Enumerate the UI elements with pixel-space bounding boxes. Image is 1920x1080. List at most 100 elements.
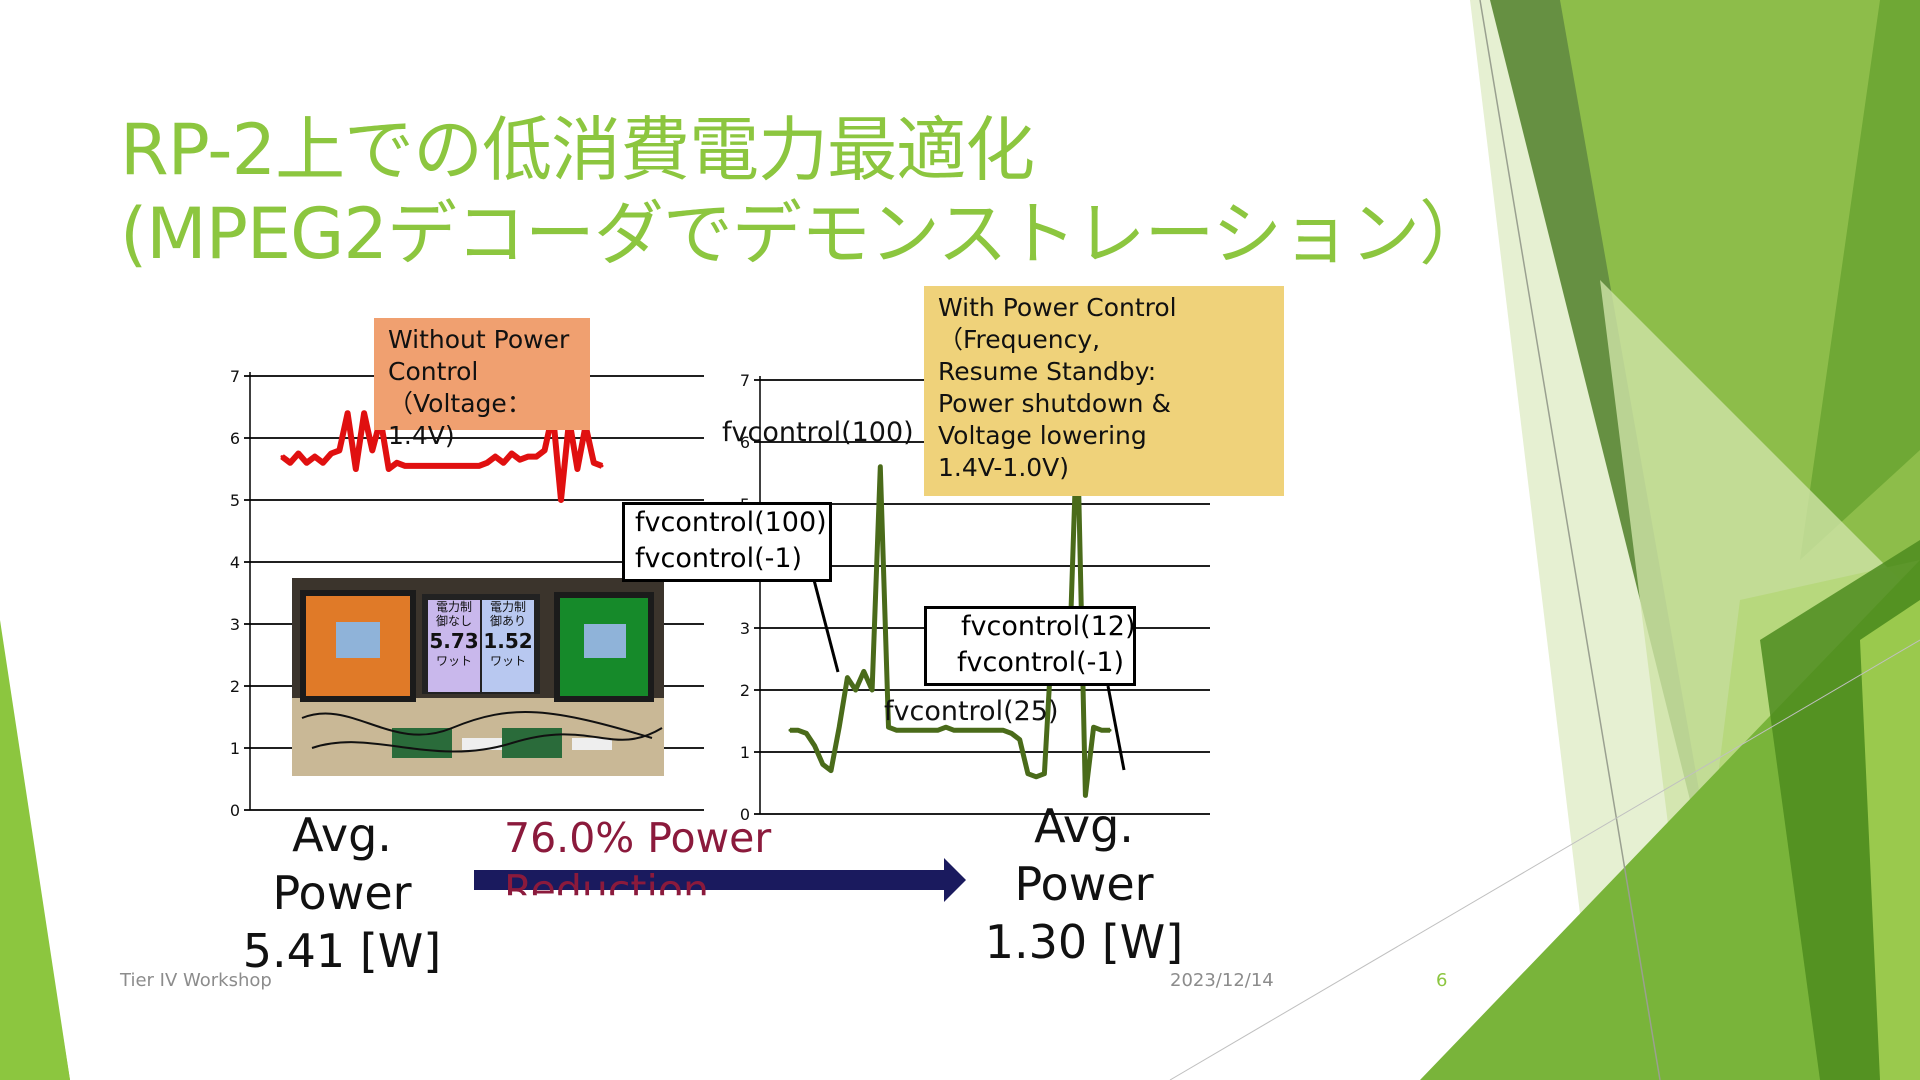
data-point xyxy=(493,455,497,459)
monitor-label-text: 電力制 xyxy=(435,600,472,614)
y-tick-label: 2 xyxy=(230,677,240,696)
data-point xyxy=(895,728,899,732)
data-point xyxy=(837,725,841,729)
data-point xyxy=(321,461,325,465)
data-point xyxy=(395,461,399,465)
data-point xyxy=(887,725,890,729)
data-point xyxy=(534,455,538,459)
annotation-box-fvcontrol-1: fvcontrol(100) fvcontrol(-1) xyxy=(622,502,832,582)
avg-power-with-control: Avg. Power 1.30 [W] xyxy=(964,797,1204,971)
data-point xyxy=(452,464,456,468)
data-point xyxy=(288,461,292,465)
data-point xyxy=(928,728,931,732)
data-point xyxy=(878,465,882,469)
data-point xyxy=(387,467,391,471)
annotation-line: fvcontrol(12) xyxy=(961,611,1136,642)
data-point xyxy=(804,731,808,735)
data-point xyxy=(337,448,341,452)
y-tick-label: 2 xyxy=(740,681,750,700)
annotation-line: fvcontrol(-1) xyxy=(635,543,803,574)
leader-line xyxy=(812,579,840,673)
data-point xyxy=(575,467,579,471)
callout-line: （Voltage：1.4V) xyxy=(388,389,532,450)
y-tick-label: 0 xyxy=(230,801,240,820)
leader-line xyxy=(1106,685,1126,771)
y-tick-label: 5 xyxy=(230,491,240,510)
data-point xyxy=(1026,772,1030,776)
power-reduction-text: 76.0% Power Reduction xyxy=(504,812,771,916)
data-point xyxy=(796,728,800,732)
data-point xyxy=(870,688,874,692)
reduction-line: Reduction xyxy=(504,866,709,914)
annotation-fvcontrol-100-top: fvcontrol(100) xyxy=(722,417,914,448)
callout-line: （Frequency, xyxy=(938,325,1101,354)
footer-date: 2023/12/14 xyxy=(1170,970,1274,991)
monitor-label-unit: ワット xyxy=(435,654,472,668)
data-point xyxy=(354,467,358,471)
callout-line: 1.4V-1.0V) xyxy=(938,453,1070,482)
title-line-2: (MPEG2デコーダでデモンストレーション） xyxy=(120,193,1489,275)
data-point xyxy=(969,728,972,732)
y-tick-label: 3 xyxy=(230,615,240,634)
monitor-label-text: 電力制 xyxy=(489,600,526,614)
callout-line: Power shutdown & xyxy=(938,389,1171,418)
data-point xyxy=(960,728,964,732)
data-point xyxy=(985,728,989,732)
callout-with-power-control: With Power Control （Frequency, Resume St… xyxy=(924,286,1284,496)
data-point xyxy=(461,464,464,468)
monitor-label-no-control: 電力制 御なし 5.73 ワット xyxy=(428,600,480,668)
y-tick-label: 7 xyxy=(230,367,240,386)
monitor-label-value: 5.73 xyxy=(429,629,479,653)
demo-setup-photo: 電力制 御なし 5.73 ワット 電力制 御あり 1.52 ワット xyxy=(292,578,664,776)
data-point xyxy=(469,464,473,468)
y-tick-label: 1 xyxy=(740,743,750,762)
data-point xyxy=(329,452,333,455)
callout-line: Without Power xyxy=(388,325,570,354)
data-point xyxy=(1042,772,1046,776)
data-point xyxy=(411,464,415,468)
callout-line: Resume Standby: xyxy=(938,357,1157,386)
data-point xyxy=(952,728,956,732)
data-point xyxy=(1083,793,1087,797)
annotation-fvcontrol-25: fvcontrol(25) xyxy=(884,696,1059,727)
data-point xyxy=(821,762,825,766)
data-point xyxy=(436,464,440,468)
data-point xyxy=(510,452,514,455)
annotation-line: fvcontrol(-1) xyxy=(957,647,1125,678)
data-point xyxy=(477,464,481,468)
data-point xyxy=(829,769,833,773)
data-point xyxy=(313,455,317,459)
callout-line: Control xyxy=(388,357,479,386)
data-point xyxy=(1001,728,1005,732)
avg-line: Power xyxy=(272,866,412,920)
data-point xyxy=(1092,725,1096,729)
data-point xyxy=(977,728,981,732)
data-point xyxy=(788,728,792,732)
data-point xyxy=(403,464,407,468)
data-point xyxy=(526,455,530,459)
data-point xyxy=(420,464,423,468)
avg-line: Avg. xyxy=(1034,799,1134,853)
demo-photo-illustration xyxy=(292,578,664,776)
data-point xyxy=(280,455,284,459)
avg-power-without-control: Avg. Power 5.41 [W] xyxy=(222,806,462,980)
y-tick-label: 4 xyxy=(230,553,240,572)
data-point xyxy=(919,728,923,732)
data-point xyxy=(845,676,849,680)
data-point xyxy=(1010,731,1013,735)
page-number: 6 xyxy=(1436,970,1448,991)
data-point xyxy=(1018,738,1022,742)
y-tick-label: 6 xyxy=(740,433,750,452)
arrow-shape xyxy=(474,858,966,902)
callout-without-power-control: Without Power Control （Voltage：1.4V) xyxy=(374,318,590,450)
y-tick-label: 7 xyxy=(740,371,750,390)
data-point xyxy=(944,725,948,729)
data-point xyxy=(1108,728,1112,732)
data-point xyxy=(518,458,522,462)
callout-line: With Power Control xyxy=(938,293,1177,322)
data-point xyxy=(1034,775,1038,779)
footer-workshop: Tier IV Workshop xyxy=(120,970,272,991)
